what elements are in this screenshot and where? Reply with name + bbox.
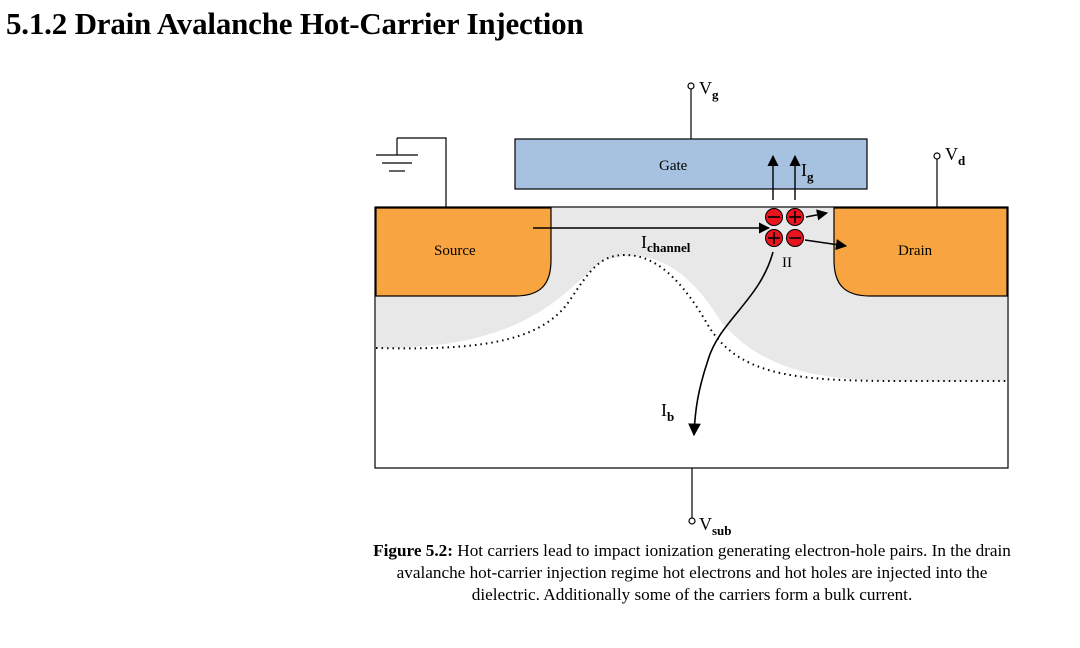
- carrier-electron-bottom-right: [786, 229, 804, 247]
- bulk-current-label: Ib: [661, 400, 674, 424]
- source-region: [375, 207, 552, 297]
- bulk-current-arrow: [688, 251, 774, 437]
- section-title: Drain Avalanche Hot-Carrier Injection: [74, 6, 584, 41]
- figure-caption-text: Hot carriers lead to impact ionization g…: [396, 541, 1011, 604]
- drain-injection-arrow: [804, 238, 848, 251]
- drain-region: [833, 207, 1008, 297]
- impact-ionization-label: II: [782, 255, 792, 271]
- gate-injection-small-arrow: [805, 209, 829, 221]
- figure-caption-label: Figure 5.2:: [373, 541, 453, 560]
- carrier-hole-top-right: [786, 208, 804, 226]
- vg-label: Vg: [699, 78, 719, 102]
- vd-label: Vd: [945, 144, 966, 168]
- gate-current-label: Ig: [801, 160, 814, 184]
- ground-symbol: [376, 138, 418, 172]
- gate-electrode: [514, 138, 868, 190]
- vsub-terminal: [688, 517, 696, 525]
- carrier-hole-bottom-left: [765, 229, 783, 247]
- vd-terminal: [933, 152, 941, 160]
- vg-terminal: [687, 82, 695, 90]
- figure-caption: Figure 5.2: Hot carriers lead to impact …: [362, 540, 1022, 606]
- vsub-label: Vsub: [699, 514, 732, 538]
- section-number: 5.1.2: [6, 6, 68, 41]
- source-ground-wire: [397, 137, 447, 207]
- section-heading: 5.1.2 Drain Avalanche Hot-Carrier Inject…: [6, 6, 584, 42]
- drain-label: Drain: [898, 243, 933, 259]
- channel-current-label: Ichannel: [641, 232, 691, 255]
- carrier-electron-top-left: [765, 208, 783, 226]
- source-label: Source: [434, 243, 476, 259]
- gate-label: Gate: [659, 158, 688, 174]
